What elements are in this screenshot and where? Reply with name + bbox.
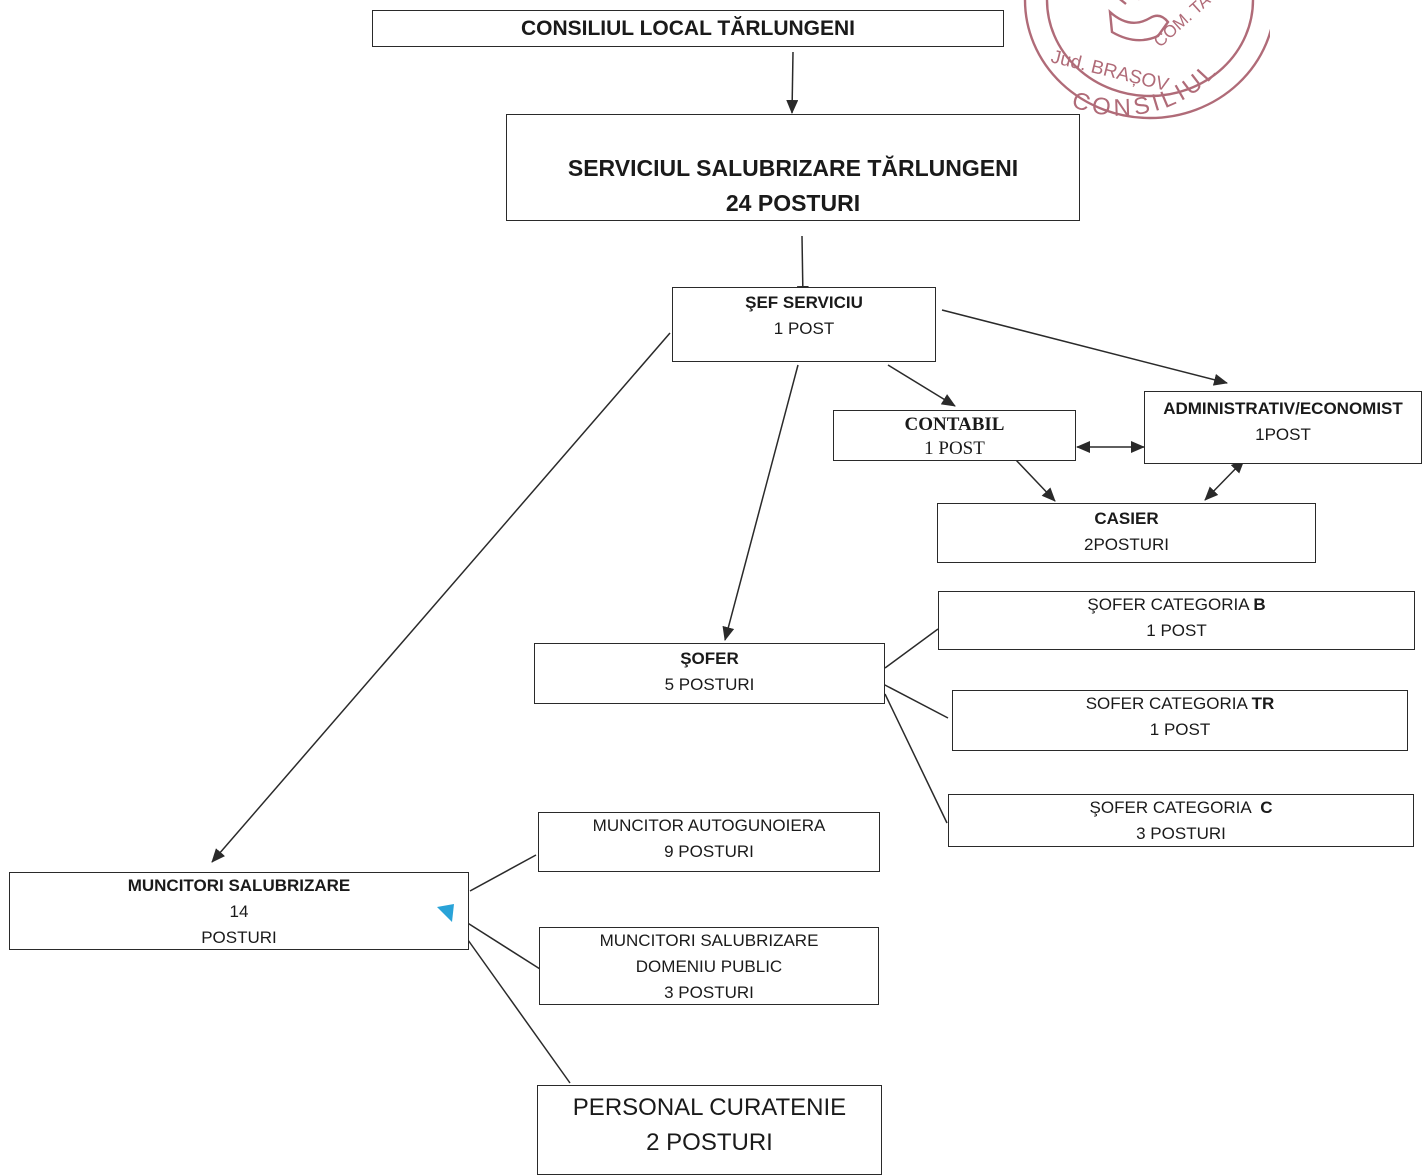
- node-sef-serviciu: ŞEF SERVICIU 1 POST: [672, 287, 936, 362]
- node-sofer-posts: 5 POSTURI: [664, 675, 755, 694]
- node-consiliul-local: CONSILIUL LOCAL TĂRLUNGENI: [372, 10, 1004, 47]
- node-administrativ-economist: ADMINISTRATIV/ECONOMIST 1POST: [1144, 391, 1422, 464]
- node-muncitori-domeniu-public: MUNCITORI SALUBRIZARE DOMENIU PUBLIC 3 P…: [539, 927, 879, 1005]
- node-serviciul-salubrizare-title: SERVICIUL SALUBRIZARE TĂRLUNGENI: [567, 155, 1019, 181]
- node-sofer-categoria-tr: SOFER CATEGORIA TR 1 POST: [952, 690, 1408, 751]
- node-serviciul-salubrizare-posts: 24 POSTURI: [725, 190, 861, 216]
- arrow-contabil-casier: [1015, 459, 1056, 502]
- node-sofer-c-posts: 3 POSTURI: [1136, 824, 1226, 843]
- stamp-local-text: LO: [1218, 0, 1257, 3]
- node-contabil-posts: 1 POST: [924, 438, 985, 459]
- node-curatenie-posts: 2 POSTURI: [646, 1129, 773, 1156]
- line-sofer-tr: [882, 683, 949, 719]
- node-sofer-c-title: ŞOFER CATEGORIA C: [1089, 798, 1273, 817]
- node-contabil-title: CONTABIL: [904, 414, 1005, 435]
- node-sofer-categoria-c: ŞOFER CATEGORIA C 3 POSTURI: [948, 794, 1414, 847]
- line-sofer-b: [884, 628, 939, 669]
- node-domeniu-title: MUNCITORI SALUBRIZARE: [599, 931, 819, 950]
- line-muncitori-domeniu: [465, 921, 541, 970]
- node-administrativ-posts: 1POST: [1255, 425, 1311, 444]
- node-sofer-categoria-b: ŞOFER CATEGORIA B 1 POST: [938, 591, 1415, 650]
- node-muncitori-title: MUNCITORI SALUBRIZARE: [127, 876, 351, 895]
- blue-triangle-marker-icon: [437, 904, 454, 922]
- official-stamp: Jud. BRAȘOV COM. TA LO CONSILIUL: [1023, 0, 1270, 120]
- node-sef-serviciu-title: ŞEF SERVICIU: [745, 293, 863, 312]
- node-domeniu-subtitle: DOMENIU PUBLIC: [635, 957, 783, 976]
- node-sofer: ŞOFER 5 POSTURI: [534, 643, 885, 704]
- node-sofer-title: ŞOFER: [680, 649, 739, 668]
- node-autogunoiera-title: MUNCITOR AUTOGUNOIERA: [592, 816, 826, 835]
- node-domeniu-posts: 3 POSTURI: [664, 983, 754, 1002]
- line-muncitori-autogunoiera: [469, 854, 537, 892]
- node-casier: CASIER 2POSTURI: [937, 503, 1316, 563]
- stamp-com-text: COM. TA: [1150, 0, 1215, 51]
- arrow-consiliu-serviciu: [786, 51, 799, 114]
- node-curatenie-title: PERSONAL CURATENIE: [572, 1094, 847, 1121]
- arrow-sef-sofer: [722, 364, 799, 641]
- arrow-sef-contabil: [887, 364, 956, 407]
- node-contabil: CONTABIL 1 POST: [833, 410, 1076, 461]
- line-muncitori-curatenie: [467, 939, 571, 1084]
- arrow-sef-muncitori: [211, 332, 671, 863]
- node-sef-serviciu-posts: 1 POST: [773, 319, 835, 338]
- node-sofer-b-title: ŞOFER CATEGORIA B: [1087, 595, 1266, 614]
- node-casier-posts: 2POSTURI: [1083, 535, 1170, 554]
- node-administrativ-title: ADMINISTRATIV/ECONOMIST: [1163, 399, 1403, 418]
- node-casier-title: CASIER: [1094, 509, 1159, 528]
- line-sofer-c: [884, 693, 948, 824]
- arrow-administrativ-casier: [1204, 459, 1245, 501]
- node-personal-curatenie: PERSONAL CURATENIE 2 POSTURI: [537, 1085, 882, 1175]
- node-sofer-tr-posts: 1 POST: [1149, 720, 1211, 739]
- node-serviciul-salubrizare: SERVICIUL SALUBRIZARE TĂRLUNGENI 24 POST…: [506, 114, 1080, 221]
- node-muncitori-count: 14: [229, 902, 249, 921]
- node-muncitor-autogunoiera: MUNCITOR AUTOGUNOIERA 9 POSTURI: [538, 812, 880, 872]
- arrow-sef-administrativ: [941, 309, 1228, 386]
- node-consiliul-local-title: CONSILIUL LOCAL TĂRLUNGENI: [520, 17, 856, 40]
- node-sofer-b-posts: 1 POST: [1146, 621, 1207, 640]
- node-muncitori-posts: POSTURI: [201, 928, 277, 947]
- node-autogunoiera-posts: 9 POSTURI: [664, 842, 754, 861]
- node-sofer-tr-title: SOFER CATEGORIA TR: [1085, 694, 1275, 713]
- node-muncitori-salubrizare: MUNCITORI SALUBRIZARE 14 POSTURI: [9, 872, 469, 950]
